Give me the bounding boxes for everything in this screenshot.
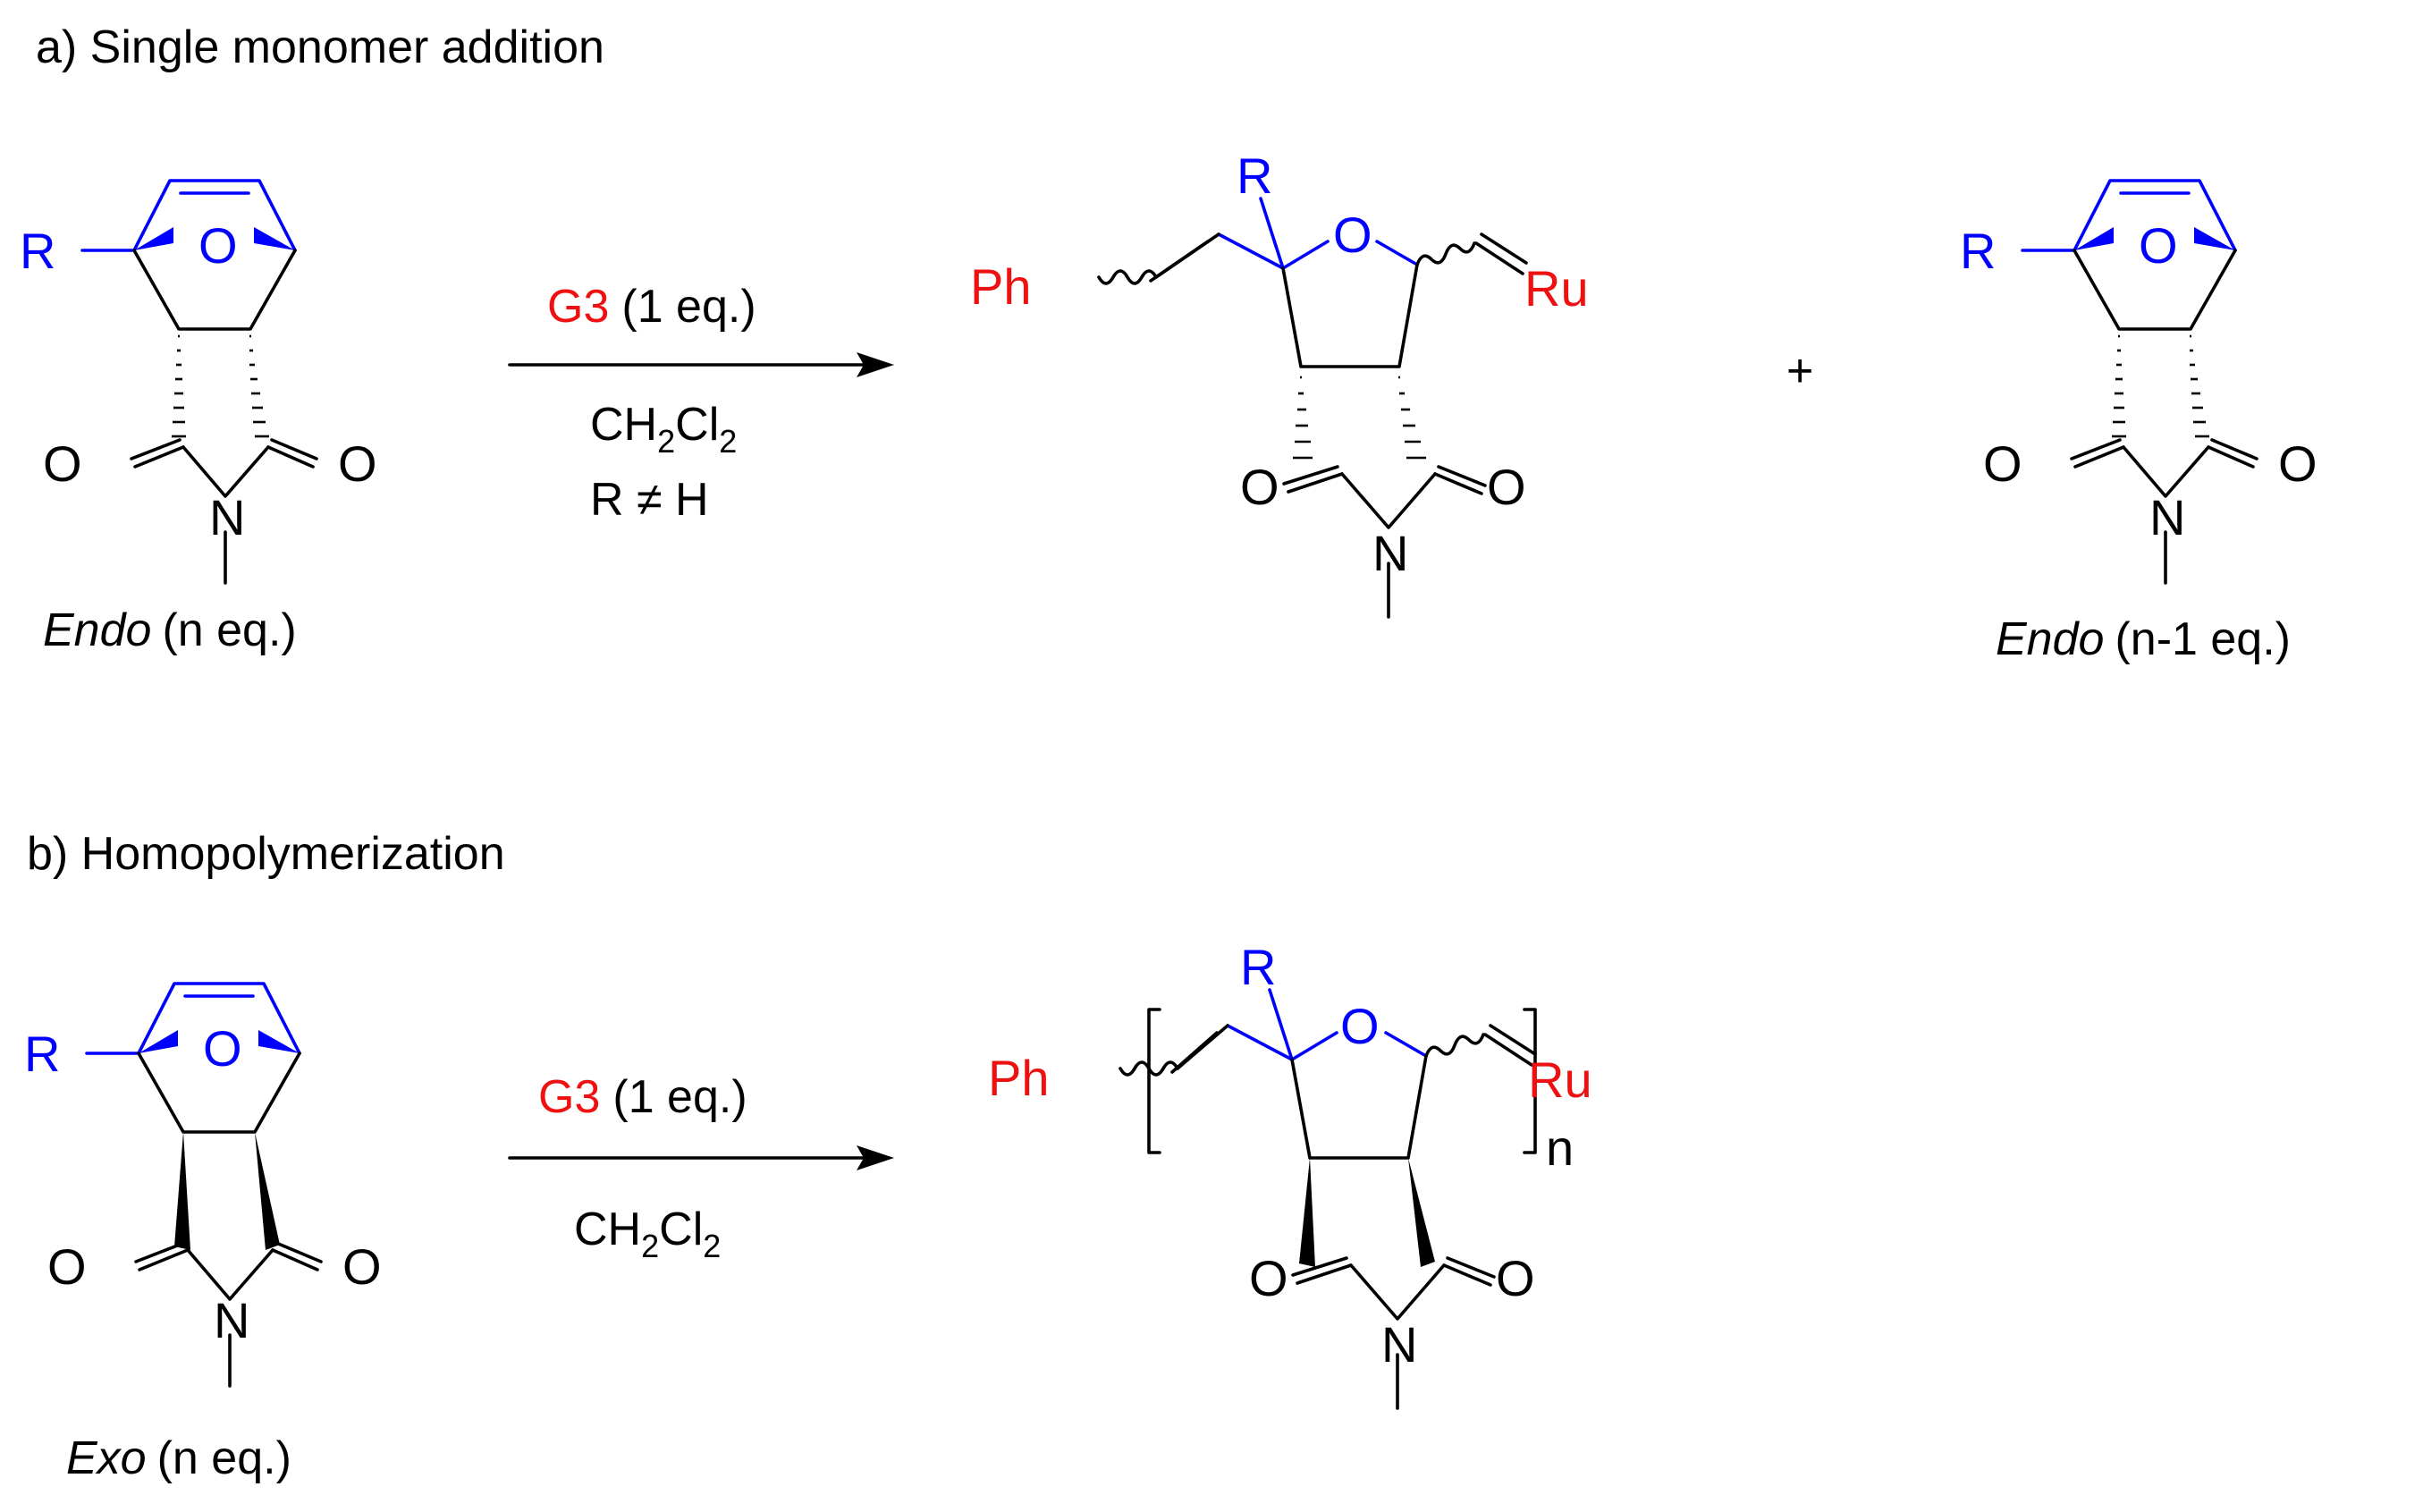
- atom-r: R: [1960, 223, 1996, 279]
- atom-r: R: [1240, 939, 1276, 995]
- atom-n: N: [2149, 489, 2185, 545]
- atom-ru: Ru: [1524, 260, 1589, 317]
- solvent-label-a: CH2Cl2: [590, 399, 737, 460]
- catalyst-label-b: G3(1 eq.): [538, 1071, 747, 1123]
- atom-n: N: [1372, 525, 1408, 581]
- atom-o-carbonyl: O: [43, 435, 82, 492]
- exo-monomer: R O O O N: [24, 982, 382, 1388]
- repeat-bracket-right: [1523, 1008, 1537, 1154]
- condition-label-a: R ≠ H: [590, 474, 709, 526]
- endo-monomer: R O O O N: [20, 179, 377, 585]
- atom-n: N: [214, 1292, 249, 1348]
- atom-o-carbonyl: O: [47, 1238, 87, 1295]
- atom-o-ring: O: [1333, 207, 1372, 263]
- solvent-label-b: CH2Cl2: [574, 1204, 721, 1264]
- atom-o-carbonyl: O: [1487, 459, 1526, 515]
- atom-ph: Ph: [988, 1050, 1050, 1106]
- endo-monomer-leftover: R O O O N: [1960, 179, 2317, 585]
- atom-r: R: [1237, 148, 1272, 204]
- repeat-subscript: n: [1546, 1119, 1574, 1176]
- reaction-arrow-b: [508, 1145, 894, 1170]
- atom-o-carbonyl: O: [2278, 435, 2317, 492]
- reactant-label-b: Exo(n eq.): [66, 1432, 291, 1484]
- atom-n: N: [209, 489, 245, 545]
- plus-sign: +: [1786, 345, 1813, 397]
- repeat-bracket-left: [1147, 1008, 1161, 1154]
- section-b-title: b) Homopolymerization: [27, 828, 505, 880]
- leftover-label-a: Endo(n-1 eq.): [1996, 613, 2291, 665]
- atom-r: R: [24, 1026, 60, 1082]
- atom-o-bridge: O: [203, 1020, 242, 1077]
- reaction-arrow-a: [508, 352, 894, 377]
- atom-o-carbonyl: O: [342, 1238, 382, 1295]
- atom-o-ring: O: [1340, 998, 1380, 1054]
- atom-r: R: [20, 223, 55, 279]
- polymer-product-b: n R O Ph Ru O O N: [988, 939, 1592, 1410]
- atom-ru: Ru: [1528, 1052, 1592, 1108]
- atom-ph: Ph: [970, 258, 1032, 315]
- atom-o-bridge: O: [2139, 217, 2178, 274]
- reactant-label-a: Endo(n eq.): [43, 604, 297, 656]
- atom-o-carbonyl: O: [1983, 435, 2022, 492]
- section-a-title: a) Single monomer addition: [36, 21, 604, 73]
- atom-o-carbonyl: O: [338, 435, 377, 492]
- atom-o-carbonyl: O: [1249, 1250, 1288, 1306]
- ring-opened-product-a: R O Ph Ru O O N: [970, 148, 1589, 619]
- catalyst-label-a: G3(1 eq.): [547, 281, 756, 333]
- atom-o-carbonyl: O: [1496, 1250, 1535, 1306]
- atom-o-bridge: O: [198, 217, 238, 274]
- atom-n: N: [1381, 1316, 1417, 1373]
- atom-o-carbonyl: O: [1240, 459, 1279, 515]
